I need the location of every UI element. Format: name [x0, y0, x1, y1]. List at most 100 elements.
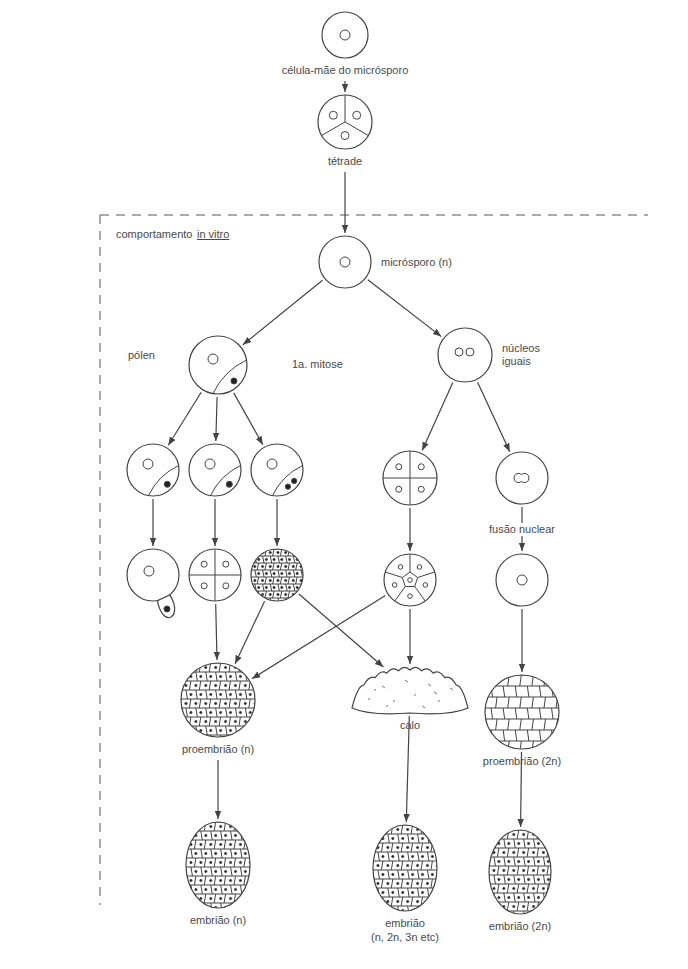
generative-nucleus: [532, 869, 534, 871]
generative-nucleus: [239, 693, 241, 695]
generative-nucleus: [224, 702, 226, 704]
cell-pattern: [185, 822, 252, 912]
cell-outline: [251, 444, 303, 496]
generative-nucleus: [273, 586, 275, 588]
cell-wall: [214, 822, 216, 831]
generative-nucleus: [532, 851, 534, 853]
generative-nucleus: [200, 879, 202, 881]
cell-wall: [231, 831, 233, 840]
generative-nucleus: [195, 852, 197, 854]
cell-wall: [515, 708, 517, 719]
cell-outline: [318, 95, 372, 149]
generative-nucleus: [407, 846, 409, 848]
callus-texture: [393, 700, 395, 702]
cell-wall: [181, 708, 255, 709]
generative-nucleus: [210, 897, 212, 899]
cell-node: [495, 553, 549, 607]
generative-nucleus: [210, 843, 212, 845]
cell-wall: [539, 730, 541, 741]
generative-nucleus: [254, 593, 256, 595]
generative-nucleus: [190, 729, 192, 731]
arrow-connector: [276, 499, 277, 546]
generative-nucleus: [254, 565, 256, 567]
generative-nucleus: [281, 572, 283, 574]
cell-wall: [226, 690, 228, 699]
generative-nucleus: [210, 879, 212, 881]
cell-wall: [524, 857, 526, 866]
cell-wall: [224, 840, 226, 849]
cell-wall: [199, 735, 201, 744]
generative-nucleus: [508, 914, 510, 916]
generative-nucleus: [493, 905, 495, 907]
generative-nucleus: [532, 905, 534, 907]
cell-wall: [286, 570, 288, 577]
cell-wall: [485, 697, 559, 698]
cell-wall: [534, 839, 536, 848]
cell-node: [250, 548, 304, 602]
node-label: embrião: [385, 917, 425, 930]
nucleus: [223, 583, 229, 589]
generative-nucleus: [523, 869, 525, 871]
cell-wall: [226, 726, 228, 735]
generative-nucleus: [205, 870, 207, 872]
cell-wall: [427, 906, 429, 915]
generative-nucleus: [421, 909, 423, 911]
generative-nucleus: [518, 878, 520, 880]
generative-nucleus: [239, 843, 241, 845]
generative-nucleus: [513, 869, 515, 871]
generative-nucleus: [528, 878, 530, 880]
cell-wall: [527, 866, 529, 875]
cell-wall: [489, 911, 551, 912]
cell-node: embrião (n): [185, 821, 251, 909]
cell-wall: [211, 867, 213, 876]
cell-wall: [191, 867, 193, 876]
generative-nucleus: [190, 879, 192, 881]
generative-nucleus: [265, 600, 267, 602]
generative-nucleus: [185, 684, 187, 686]
cell-wall: [293, 584, 295, 591]
arrow-connector: [252, 595, 386, 678]
cell-wall: [508, 697, 510, 708]
nucleus: [392, 583, 397, 588]
generative-nucleus: [493, 833, 495, 835]
generative-nucleus: [493, 869, 495, 871]
cell-wall: [556, 675, 558, 686]
generative-nucleus: [220, 843, 222, 845]
cell-wall: [206, 690, 208, 699]
generative-nucleus: [215, 666, 217, 668]
cell-wall: [209, 681, 211, 690]
generative-nucleus: [547, 860, 549, 862]
cell-wall: [547, 830, 549, 839]
generative-nucleus: [229, 693, 231, 695]
generative-nucleus: [421, 837, 423, 839]
generative-nucleus: [210, 711, 212, 713]
generative-nucleus: [402, 891, 404, 893]
generative-nucleus: [185, 666, 187, 668]
cell-wall: [504, 911, 506, 920]
cell-wall: [537, 866, 539, 875]
generative-nucleus: [244, 906, 246, 908]
generative-nucleus: [402, 837, 404, 839]
generative-nucleus: [421, 891, 423, 893]
generative-nucleus: [234, 738, 236, 740]
cell-wall: [537, 884, 539, 893]
generative-nucleus: [377, 864, 379, 866]
cell-wall: [235, 690, 237, 699]
cell-wall: [534, 893, 536, 902]
cell-wall: [229, 717, 231, 726]
cell-wall: [199, 699, 201, 708]
generative-nucleus: [164, 606, 170, 612]
callus-outline: [352, 667, 468, 714]
generative-nucleus: [518, 914, 520, 916]
cell-wall: [211, 849, 213, 858]
cell-wall: [235, 672, 237, 681]
generative-nucleus: [285, 579, 287, 581]
cell-wall: [221, 849, 223, 858]
cell-node: micrósporo (n): [318, 235, 372, 289]
cell-wall: [240, 849, 242, 858]
arrow-connector: [216, 604, 217, 660]
generative-nucleus: [185, 702, 187, 704]
generative-nucleus: [210, 861, 212, 863]
generative-nucleus: [277, 593, 279, 595]
cell-wall: [301, 598, 303, 605]
